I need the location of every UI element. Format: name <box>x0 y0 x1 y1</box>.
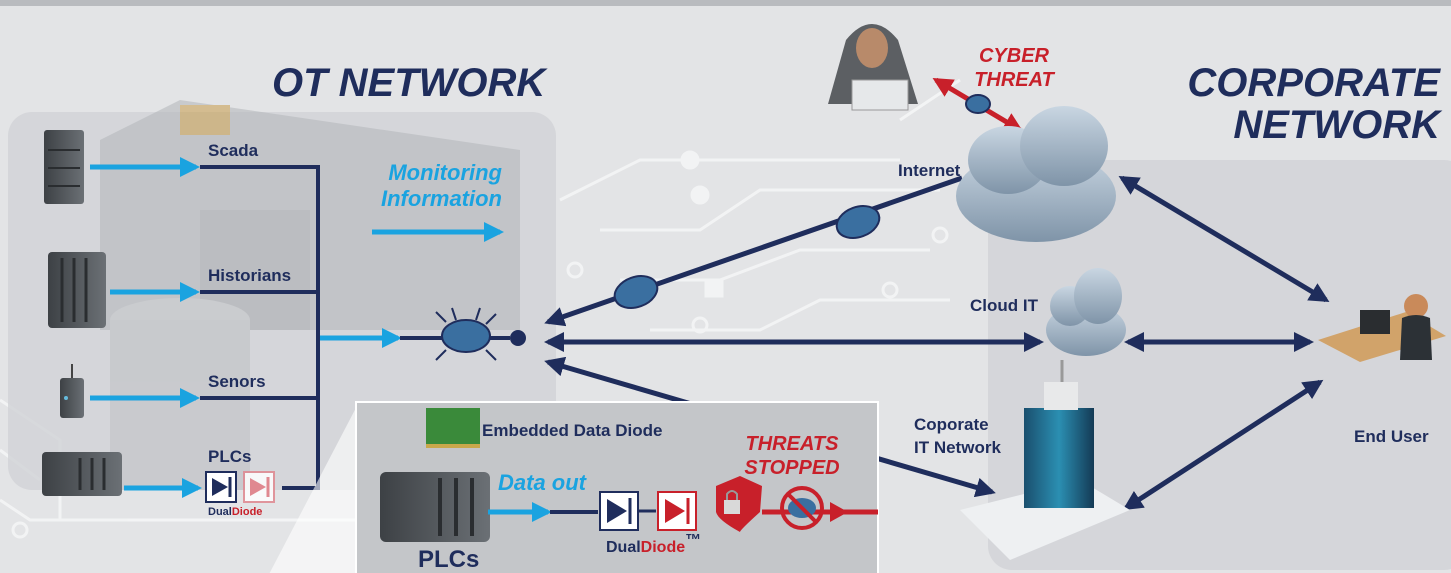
hacker-icon <box>828 24 918 111</box>
cloud-it-icon <box>1046 268 1126 356</box>
embedded-diode-label: Embedded Data Diode <box>482 421 662 440</box>
ot-data-arrows <box>90 157 504 498</box>
end-user-label: End User <box>1354 427 1429 446</box>
cloud-it-label: Cloud IT <box>970 296 1039 315</box>
top-border <box>0 0 1451 6</box>
cyber-threat-label-line2: THREAT <box>974 69 1055 91</box>
malware-bug-icon <box>835 205 881 239</box>
junction-node <box>510 330 526 346</box>
small-dualdiode-brand: DualDiode <box>208 506 262 518</box>
historians-label: Historians <box>208 266 291 285</box>
data-out-label: Data out <box>498 470 588 495</box>
blocked-bug-icon <box>780 486 824 530</box>
end-user-icon <box>1318 294 1446 362</box>
inset-plcs-label: PLCs <box>418 546 479 573</box>
ot-network-title: OT NETWORK <box>272 61 548 105</box>
sensors-label: Senors <box>208 372 266 391</box>
corporate-network-title-line1: CORPORATE <box>1187 61 1441 105</box>
factory-illustration <box>100 100 520 490</box>
internet-label: Internet <box>898 161 961 180</box>
internet-cloud-icon <box>956 106 1116 242</box>
dual-diode-icon <box>599 491 697 531</box>
small-dual-diode-icon <box>205 471 275 503</box>
shield-lock-icon <box>716 476 762 532</box>
monitoring-label-line1: Monitoring <box>388 160 502 185</box>
sensor-router-icon <box>60 364 84 418</box>
scada-label: Scada <box>208 141 259 160</box>
malware-bug-icon <box>435 307 497 361</box>
scada-server-icon <box>44 130 84 204</box>
malware-bug-icon <box>965 94 991 114</box>
historians-server-icon <box>48 252 106 328</box>
dualdiode-brand: DualDiode™ <box>606 532 701 556</box>
corporate-it-label-line2: IT Network <box>914 438 1001 457</box>
embedded-board-icon <box>426 408 480 448</box>
threats-stopped-label-line2: STOPPED <box>744 457 839 479</box>
monitoring-label-line2: Information <box>381 186 502 211</box>
corporate-it-label-line1: Coporate <box>914 415 989 434</box>
plcs-label: PLCs <box>208 447 251 466</box>
corporate-network-panel <box>988 160 1451 570</box>
corporate-network-title-line2: NETWORK <box>1233 103 1443 147</box>
malware-bug-icon <box>613 275 659 309</box>
plc-large-icon <box>380 472 490 542</box>
cyber-threat-label-line1: CYBER <box>979 45 1050 67</box>
incoming-threat-arrowhead <box>830 502 848 522</box>
corporate-building-icon <box>960 360 1130 560</box>
threats-stopped-label-line1: THREATS <box>746 433 840 455</box>
plc-device-icon <box>42 452 122 496</box>
